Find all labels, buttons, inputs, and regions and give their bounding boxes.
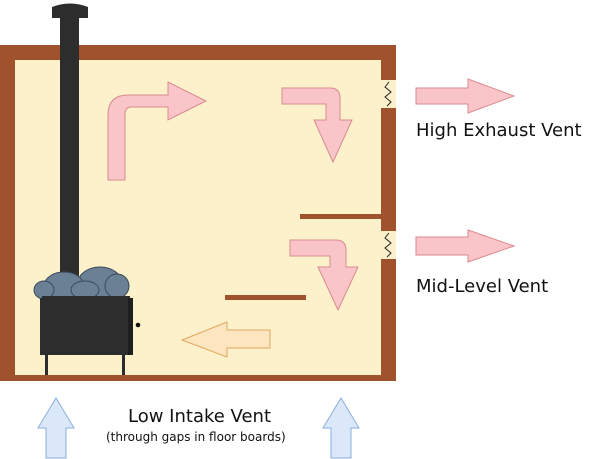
intake-arrow-right (322, 397, 360, 459)
upper-baffle (300, 214, 382, 219)
wood-stove-icon (40, 296, 141, 375)
baffle-down-arrow (289, 239, 359, 312)
lower-baffle (225, 295, 306, 300)
ceiling-down-arrow (281, 87, 353, 164)
mid-level-out-arrow (415, 229, 516, 263)
high-exhaust-vent-label: High Exhaust Vent (416, 120, 582, 141)
rising-heat-arrow (107, 81, 208, 181)
mid-level-vent-label: Mid-Level Vent (416, 276, 549, 297)
intake-arrow-left (37, 397, 75, 459)
low-intake-vent-note: (through gaps in floor boards) (106, 430, 286, 444)
return-air-arrow (180, 321, 271, 358)
high-exhaust-out-arrow (415, 78, 516, 114)
mid-vent-grille-icon (381, 231, 396, 259)
stove-stones (33, 266, 130, 301)
floor-gap-backing (15, 374, 381, 375)
chimney-icon (52, 3, 88, 299)
floor-boards (20, 375, 376, 381)
high-vent-grille-icon (381, 80, 396, 108)
low-intake-vent-label: Low Intake Vent (128, 406, 272, 427)
